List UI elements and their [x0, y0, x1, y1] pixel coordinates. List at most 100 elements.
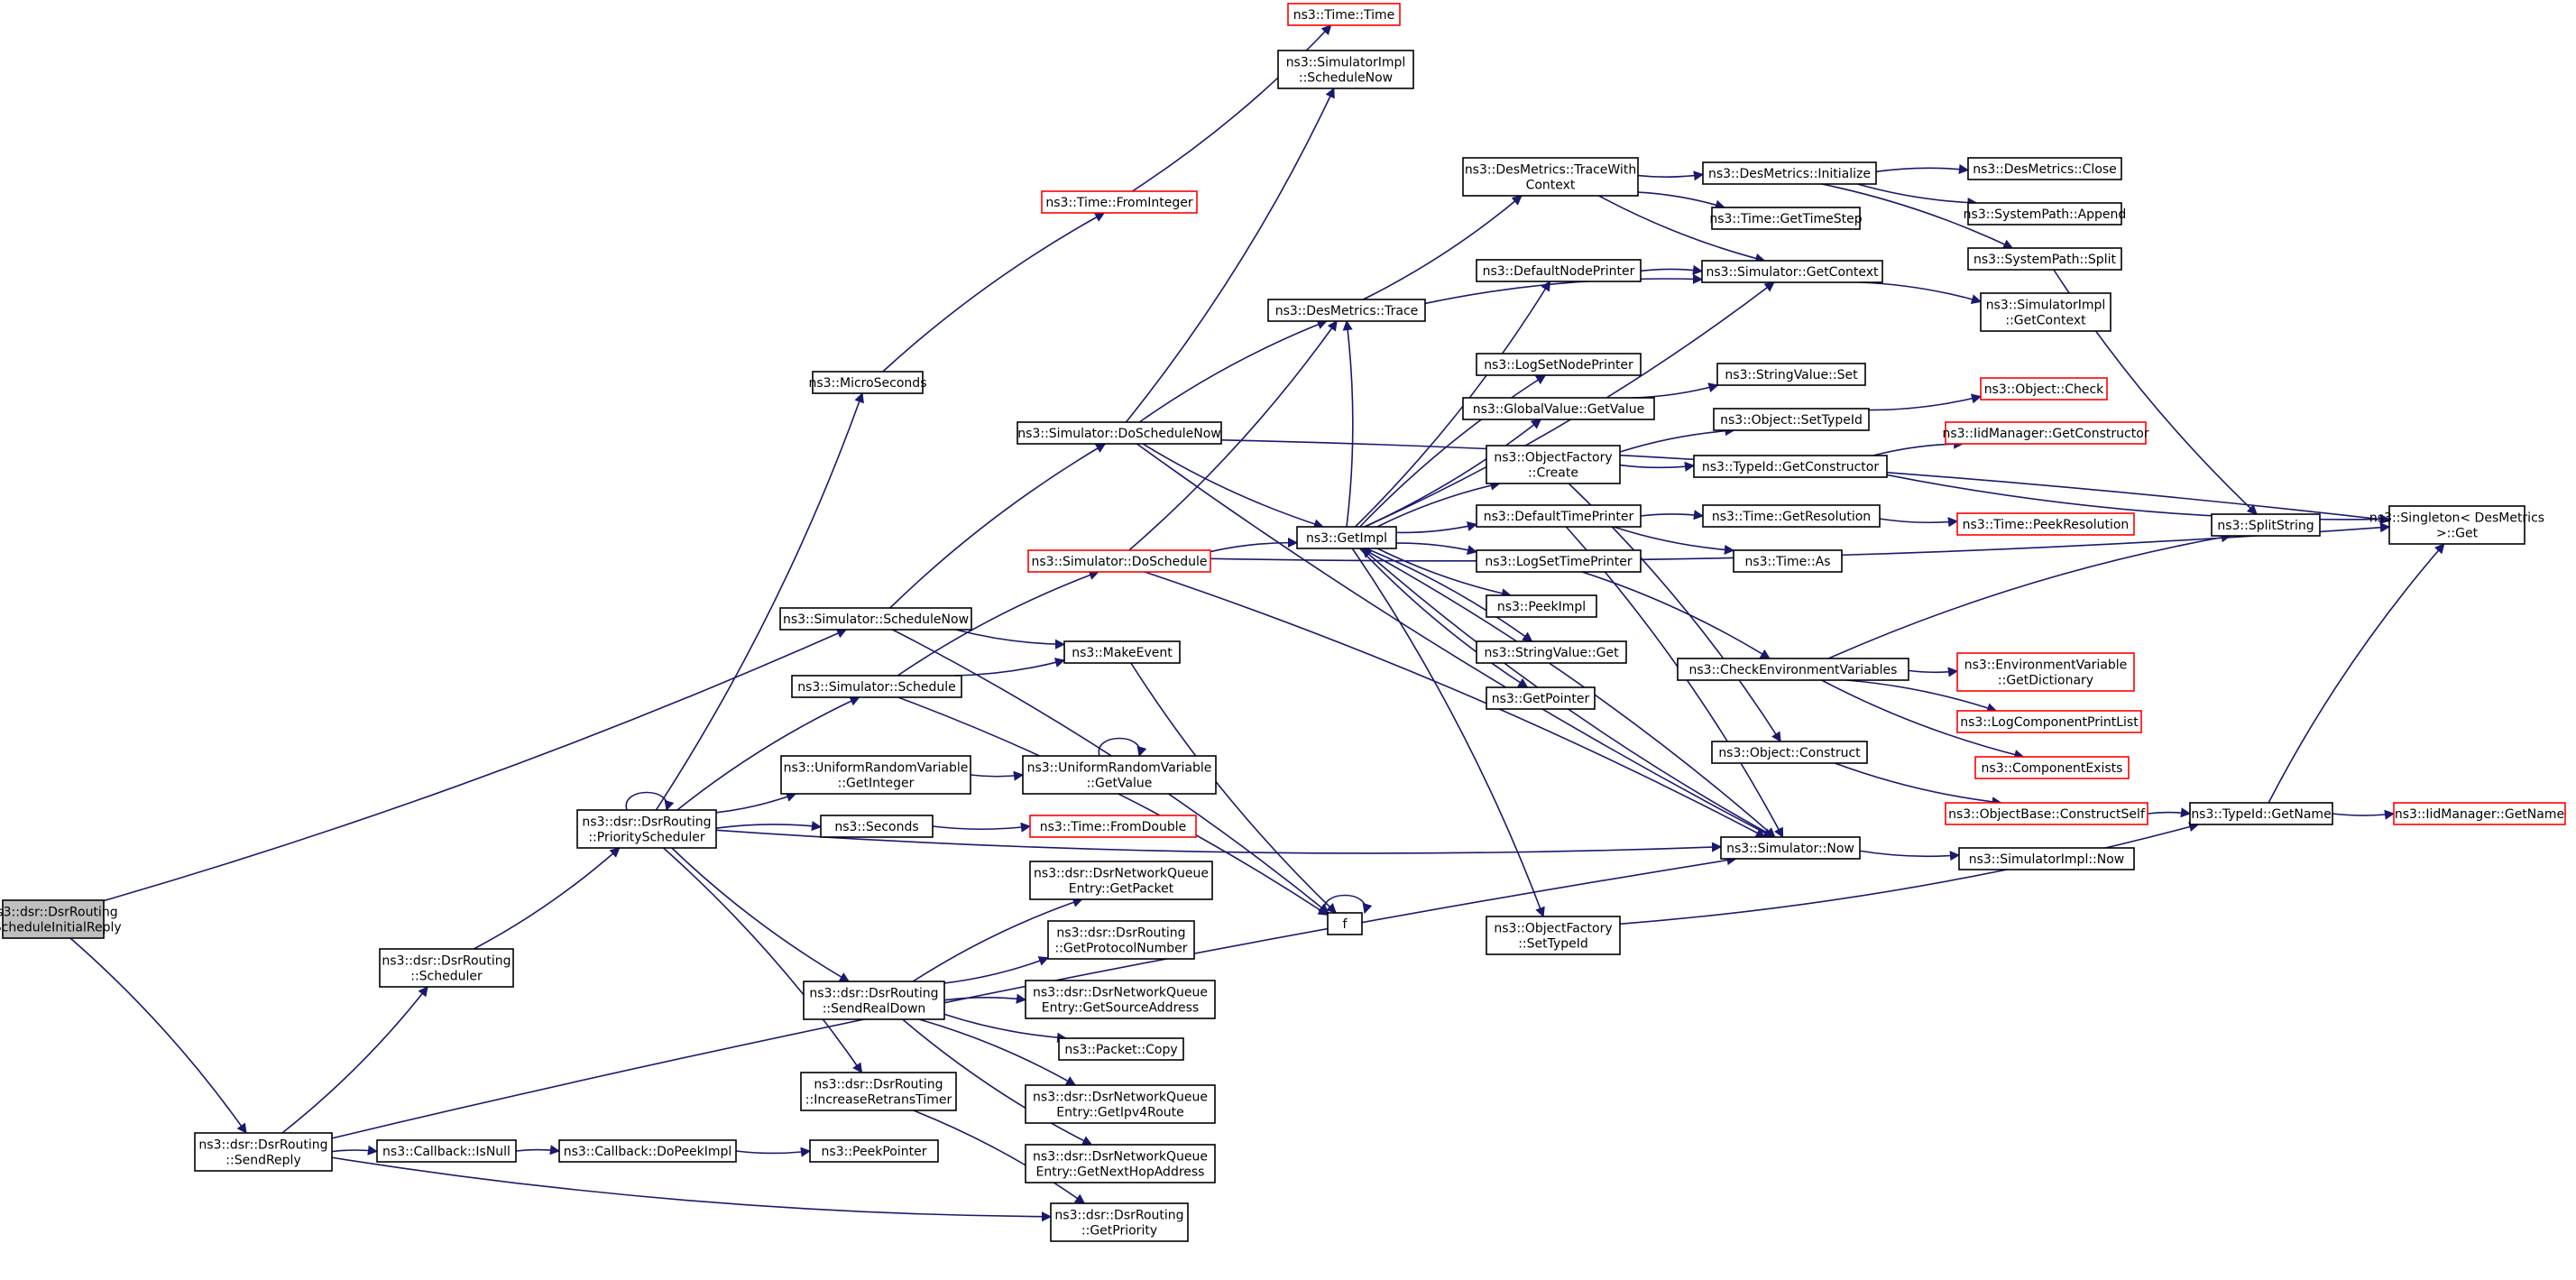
node-box[interactable] [1486, 916, 1621, 955]
node-sim_schednow[interactable]: ns3::Simulator::ScheduleNow [779, 607, 972, 631]
node-simimpl_now[interactable]: ns3::SimulatorImpl::Now [1958, 847, 2135, 870]
node-box[interactable] [1701, 260, 1883, 283]
node-box[interactable] [1025, 980, 1216, 1019]
node-sim_now[interactable]: ns3::Simulator::Now [1720, 836, 1861, 860]
node-nq_getpacket[interactable]: ns3::dsr::DsrNetworkQueueEntry::GetPacke… [1029, 861, 1213, 900]
node-sendreply[interactable]: ns3::dsr::DsrRouting::SendReply [194, 1132, 333, 1172]
node-iidm_getctor[interactable]: ns3::IidManager::GetConstructor [1942, 421, 2149, 445]
node-time_getstep[interactable]: ns3::Time::GetTimeStep [1709, 207, 1863, 230]
node-box[interactable] [2393, 802, 2566, 825]
node-of_create[interactable]: ns3::ObjectFactory::Create [1486, 445, 1621, 484]
node-box[interactable] [1486, 686, 1596, 710]
node-compexists[interactable]: ns3::ComponentExists [1974, 756, 2130, 779]
node-logsetnodeprinter[interactable]: ns3::LogSetNodePrinter [1476, 353, 1642, 376]
node-box[interactable] [1022, 755, 1217, 795]
node-box[interactable] [803, 981, 945, 1020]
node-simimpl_getctx[interactable]: ns3::SimulatorImpl::GetContext [1980, 292, 2111, 332]
node-box[interactable] [1029, 861, 1213, 900]
node-box[interactable] [1041, 190, 1198, 214]
node-packetcopy[interactable]: ns3::Packet::Copy [1058, 1037, 1184, 1061]
node-box[interactable] [1956, 710, 2142, 733]
node-urv_getint[interactable]: ns3::UniformRandomVariable::GetInteger [780, 755, 971, 795]
node-box[interactable] [2, 899, 105, 939]
node-sim_sched[interactable]: ns3::Simulator::Schedule [791, 675, 962, 698]
node-box[interactable] [1967, 202, 2122, 226]
node-box[interactable] [1025, 1084, 1216, 1124]
node-cb_peek[interactable]: ns3::Callback::DoPeekImpl [558, 1139, 737, 1163]
node-box[interactable] [1486, 445, 1621, 484]
node-iidm_getname[interactable]: ns3::IidManager::GetName [2393, 802, 2566, 825]
node-box[interactable] [1296, 526, 1397, 549]
node-peekptr[interactable]: ns3::PeekPointer [809, 1139, 939, 1163]
node-defnodeprinter[interactable]: ns3::DefaultNodePrinter [1476, 259, 1642, 282]
node-sim_doschednow[interactable]: ns3::Simulator::DoScheduleNow [1017, 421, 1222, 445]
node-logsettimeprinter[interactable]: ns3::LogSetTimePrinter [1476, 549, 1642, 573]
node-f[interactable]: f [1327, 912, 1363, 935]
node-deftimeprinter[interactable]: ns3::DefaultTimePrinter [1476, 504, 1642, 528]
node-box[interactable] [1702, 161, 1877, 185]
node-box[interactable] [1476, 640, 1627, 664]
node-cb_isnull[interactable]: ns3::Callback::IsNull [376, 1139, 517, 1163]
node-box[interactable] [1050, 1202, 1189, 1242]
node-nq_getsrc[interactable]: ns3::dsr::DsrNetworkQueueEntry::GetSourc… [1025, 980, 1216, 1019]
node-time_peekres[interactable]: ns3::Time::PeekResolution [1956, 512, 2135, 536]
node-box[interactable] [1945, 421, 2147, 445]
node-box[interactable] [1017, 421, 1222, 445]
node-box[interactable] [791, 675, 962, 698]
node-box[interactable] [1063, 640, 1181, 664]
node-incretrans[interactable]: ns3::dsr::DsrRouting::IncreaseRetransTim… [800, 1072, 957, 1111]
node-box[interactable] [1327, 912, 1363, 935]
node-box[interactable] [1476, 504, 1642, 528]
node-time_getres[interactable]: ns3::Time::GetResolution [1702, 504, 1881, 528]
node-tid_getctor[interactable]: ns3::TypeId::GetConstructor [1693, 455, 1888, 478]
node-box[interactable] [1980, 292, 2111, 332]
node-box[interactable] [1980, 377, 2108, 401]
node-box[interactable] [2211, 513, 2321, 537]
node-box[interactable] [379, 948, 514, 988]
node-box[interactable] [558, 1139, 737, 1163]
node-urv_getval[interactable]: ns3::UniformRandomVariable::GetValue [1022, 755, 1217, 795]
node-box[interactable] [820, 815, 934, 838]
node-env_getdict[interactable]: ns3::EnvironmentVariable::GetDictionary [1956, 652, 2135, 692]
node-sendrealdown[interactable]: ns3::dsr::DsrRouting::SendRealDown [803, 981, 945, 1020]
node-peekimpl[interactable]: ns3::PeekImpl [1486, 594, 1597, 618]
node-getprio[interactable]: ns3::dsr::DsrRouting::GetPriority [1050, 1202, 1189, 1242]
node-box[interactable] [1058, 1037, 1184, 1061]
node-box[interactable] [800, 1072, 957, 1111]
node-box[interactable] [194, 1132, 333, 1172]
node-obj_check[interactable]: ns3::Object::Check [1980, 377, 2108, 401]
node-box[interactable] [1711, 207, 1861, 230]
node-sv_get[interactable]: ns3::StringValue::Get [1476, 640, 1627, 664]
node-box[interactable] [1958, 847, 2135, 870]
node-box[interactable] [1462, 397, 1655, 420]
node-box[interactable] [1974, 756, 2130, 779]
node-sim_dosched[interactable]: ns3::Simulator::DoSchedule [1027, 549, 1211, 573]
node-box[interactable] [1047, 920, 1195, 960]
node-box[interactable] [2189, 802, 2333, 825]
node-checkenv[interactable]: ns3::CheckEnvironmentVariables [1677, 658, 1909, 681]
node-sp_append[interactable]: ns3::SystemPath::Append [1964, 202, 2127, 226]
node-obj_construct[interactable]: ns3::Object::Construct [1711, 741, 1868, 764]
node-box[interactable] [1476, 259, 1642, 282]
node-box[interactable] [1476, 549, 1642, 573]
node-logcompprint[interactable]: ns3::LogComponentPrintList [1956, 710, 2142, 733]
node-dm_init[interactable]: ns3::DesMetrics::Initialize [1702, 161, 1877, 185]
node-desmetrics_trace[interactable]: ns3::DesMetrics::Trace [1267, 299, 1426, 322]
node-prio[interactable]: ns3::dsr::DsrRouting::PriorityScheduler [576, 809, 717, 849]
node-getprotonum[interactable]: ns3::dsr::DsrRouting::GetProtocolNumber [1047, 920, 1195, 960]
node-box[interactable] [812, 371, 924, 394]
node-time_as[interactable]: ns3::Time::As [1733, 549, 1843, 573]
node-box[interactable] [779, 607, 972, 631]
node-objbase_constructself[interactable]: ns3::ObjectBase::ConstructSelf [1945, 802, 2148, 825]
node-singleton_get[interactable]: ns3::Singleton< DesMetrics >::Get [2369, 505, 2544, 545]
node-getimpl[interactable]: ns3::GetImpl [1296, 526, 1397, 549]
node-box[interactable] [809, 1139, 939, 1163]
node-seconds[interactable]: ns3::Seconds [820, 815, 934, 838]
node-microsec[interactable]: ns3::MicroSeconds [808, 371, 927, 394]
node-box[interactable] [1287, 3, 1401, 26]
node-gv_getvalue[interactable]: ns3::GlobalValue::GetValue [1462, 397, 1655, 420]
node-box[interactable] [1711, 741, 1868, 764]
node-box[interactable] [1967, 157, 2122, 180]
node-splitstring[interactable]: ns3::SplitString [2211, 513, 2321, 537]
node-box[interactable] [1462, 157, 1639, 197]
